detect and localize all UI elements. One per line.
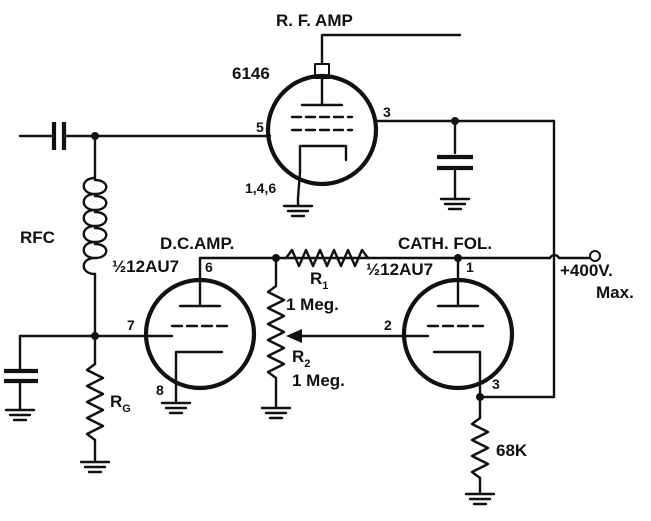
pin-2-label: 2 bbox=[384, 317, 392, 333]
ground-symbol bbox=[439, 197, 471, 211]
ground-symbol bbox=[160, 401, 192, 415]
screen-bypass-capacitor bbox=[437, 154, 473, 171]
grid-bypass-capacitor bbox=[4, 368, 38, 384]
pin-5-label: 5 bbox=[256, 119, 264, 135]
supply-terminal bbox=[589, 250, 601, 262]
tube-6146-label: 6146 bbox=[232, 64, 270, 83]
half-12au7-left-label: ½12AU7 bbox=[112, 257, 179, 276]
pin-7-label: 7 bbox=[127, 317, 135, 333]
pin-3-bottom-label: 3 bbox=[492, 376, 500, 392]
dc-amp-label: D.C.AMP. bbox=[160, 234, 234, 253]
ground-symbol bbox=[260, 406, 292, 420]
r2-potentiometer bbox=[266, 284, 286, 380]
r68k-label: 68K bbox=[496, 441, 528, 460]
rf-amp-tube bbox=[265, 33, 462, 200]
r1-label: R1 bbox=[310, 269, 328, 292]
half-12au7-right-label: ½12AU7 bbox=[366, 260, 433, 279]
rf-tube-envelope bbox=[265, 73, 379, 187]
r68k-resistor bbox=[470, 416, 490, 480]
rf-output-lead bbox=[320, 33, 462, 66]
wiper-arrow-icon bbox=[286, 329, 302, 343]
r1-resistor bbox=[284, 248, 370, 268]
plate-line bbox=[198, 256, 444, 284]
pin-1-label: 1 bbox=[466, 259, 474, 275]
rfc-label: RFC bbox=[20, 228, 55, 247]
pin-3-top-label: 3 bbox=[383, 104, 391, 120]
rfc-coil bbox=[82, 176, 108, 276]
pins-146-label: 1,4,6 bbox=[245, 180, 276, 196]
supply-max-label: Max. bbox=[596, 283, 634, 302]
cath-fol-label: CATH. FOL. bbox=[398, 234, 492, 253]
r1-value: 1 Meg. bbox=[286, 295, 339, 314]
ground-symbol bbox=[282, 196, 314, 218]
coupling-capacitor bbox=[51, 122, 67, 150]
ground-symbol bbox=[4, 408, 36, 422]
rg-label: RG bbox=[110, 392, 131, 415]
supply-voltage-label: +400V. bbox=[560, 261, 613, 280]
cathode-follower-tube bbox=[401, 256, 515, 399]
r2-value: 1 Meg. bbox=[292, 371, 345, 390]
ground-symbol bbox=[464, 492, 496, 506]
r2-label: R2 bbox=[292, 347, 310, 370]
pin-6-label: 6 bbox=[205, 259, 213, 275]
rg-resistor bbox=[85, 362, 105, 442]
pin-8-label: 8 bbox=[156, 382, 164, 398]
ground-symbol bbox=[79, 460, 111, 474]
rf-amp-label: R. F. AMP bbox=[276, 11, 353, 30]
